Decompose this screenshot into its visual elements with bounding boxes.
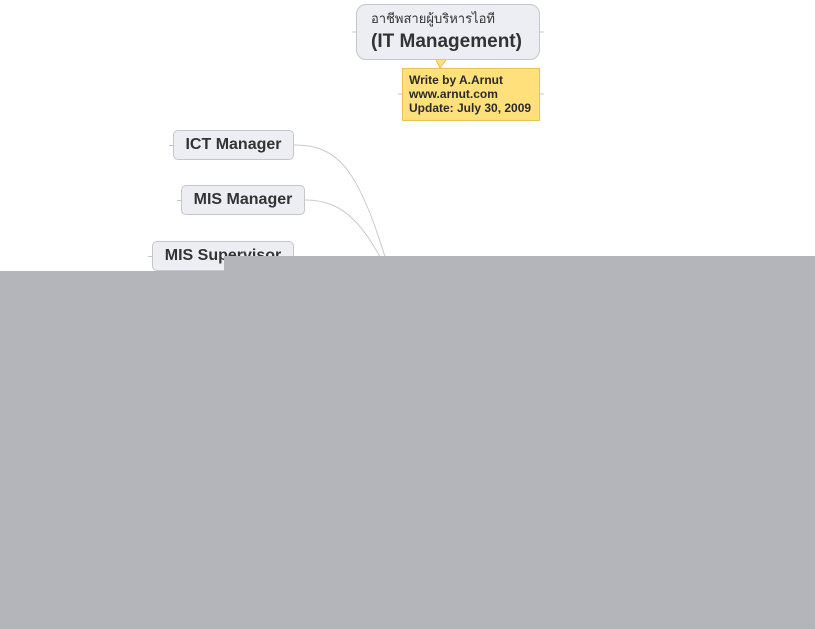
topic-label: ICT Manager [185,136,282,153]
author-callout-note[interactable]: Write by A.Arnut www.arnut.com Update: J… [402,68,540,121]
topic-mis-supervisor[interactable]: MIS Supervisor [148,241,294,271]
connector-callout [435,59,447,69]
callout-update-date: Update: July 30, 2009 [409,101,532,115]
topic-label: MIS Manager [193,191,293,208]
topic-stub [148,256,153,257]
callout-author: Write by A.Arnut [409,73,504,87]
connector-ict-manager [293,144,393,281]
gray-overlay-top [224,256,815,272]
central-topic[interactable]: อาชีพสายผู้บริหารไอที (IT Management) [356,4,540,60]
gray-overlay-panel [0,271,815,629]
central-topic-subtitle: อาชีพสายผู้บริหารไอที [371,12,495,27]
topic-mis-manager[interactable]: MIS Manager [177,185,305,215]
gray-overlay-lip [224,264,240,272]
topic-stub [169,145,174,146]
callout-website: www.arnut.com [409,87,498,101]
topic-stub [177,200,182,201]
central-topic-title: (IT Management) [371,31,522,52]
topic-ict-manager[interactable]: ICT Manager [169,130,294,160]
